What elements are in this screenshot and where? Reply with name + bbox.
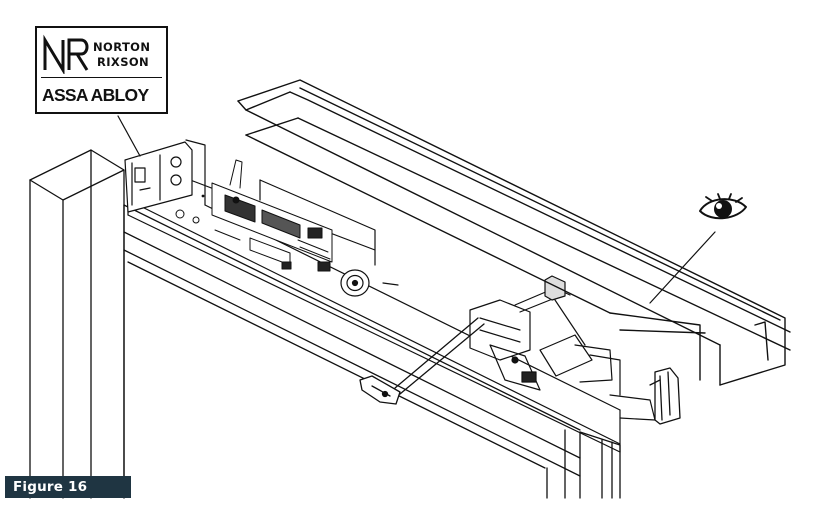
end-cap-right	[649, 367, 681, 425]
brand-name-line-1: NORTON	[93, 40, 151, 54]
door-frame-left-jamb	[29, 149, 125, 499]
figure-label: Figure 16	[5, 476, 131, 498]
arm-assembly	[359, 317, 485, 405]
callout-leaders	[117, 115, 716, 304]
door-frame-right-jamb	[546, 429, 621, 499]
operator-cover	[237, 79, 791, 386]
parent-brand-name: ASSA ABLOY	[42, 85, 149, 105]
control-board	[175, 159, 333, 272]
reference-dot	[201, 194, 205, 198]
door-frame-header	[123, 204, 581, 499]
eye-icon	[699, 193, 747, 220]
nr-monogram-icon	[43, 34, 89, 74]
drive-assembly	[469, 275, 656, 421]
end-cap-left	[124, 141, 193, 213]
brand-name-line-2: RIXSON	[97, 55, 150, 69]
brand-logo: NORTON RIXSON ASSA ABLOY	[35, 26, 168, 114]
motor-gear	[340, 269, 399, 297]
logo-divider	[41, 77, 162, 79]
